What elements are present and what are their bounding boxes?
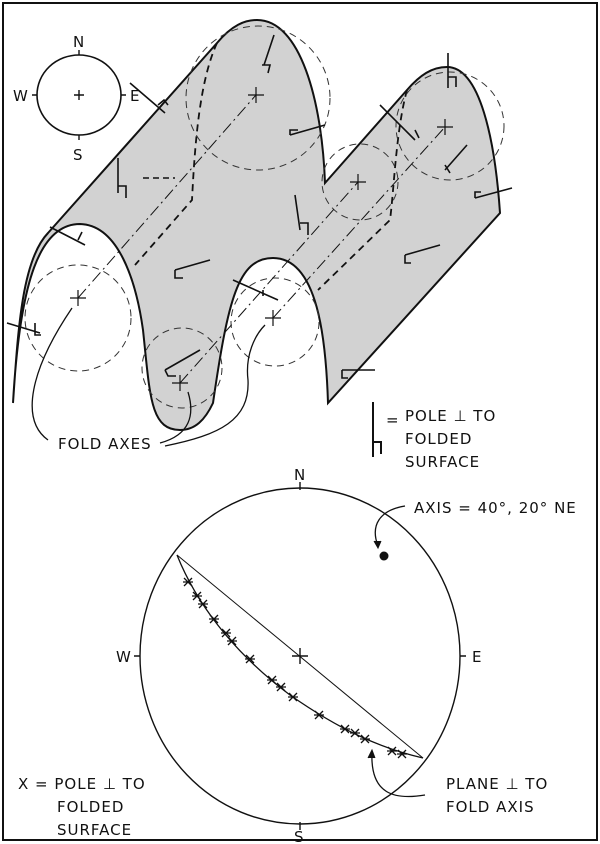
compass-e: E [130,87,140,105]
pole-symbol-icon [341,369,375,379]
hidden-profile-back [134,42,218,266]
stereonet-w: W [116,648,132,666]
compass-w: W [13,87,29,105]
pole-symbol-icon [474,187,513,199]
plane-label-line2: FOLD AXIS [446,798,535,816]
stereonet-s: S [294,828,305,844]
stereonet: N S W E AXIS = 40°, 20° NE X = POLE ⊥ TO… [18,466,577,844]
pole-symbol-icon [117,158,127,198]
pole-legend-line1: X = POLE ⊥ TO [18,775,146,793]
pole-symbol-icon [164,349,201,377]
pole-symbol-icon [404,244,441,264]
pole-point-marker [350,728,360,738]
pole-symbol-icon [49,226,86,246]
pole-point-marker [183,577,193,587]
pole-point-marker [288,692,298,702]
axis-arrow [374,505,406,547]
pole-legend: = POLE ⊥ TO FOLDED SURFACE [372,402,496,471]
pole-symbol-icon [6,322,41,336]
pole-point-marker [276,682,286,692]
legend-equals: = [386,411,400,429]
pole-symbol-icon [232,279,279,301]
pole-point-marker [397,749,407,759]
compass: N S W E [13,33,140,164]
compass-ticks [32,50,126,140]
pole-symbol-icon [289,124,326,136]
pole-points [183,577,407,759]
pole-symbol-icon [129,82,169,114]
pole-symbol-icon [379,104,420,141]
fold-axis-lines [77,94,446,384]
pole-legend-line2: FOLDED [57,798,124,816]
pole-symbols [6,34,513,379]
pole-point-marker [209,614,219,624]
stereonet-n: N [294,466,306,484]
pole-legend-line3: SURFACE [57,821,132,839]
plane-label-line1: PLANE ⊥ TO [446,775,548,793]
legend-line1: POLE ⊥ TO [405,407,496,425]
stereonet-e: E [472,648,482,666]
legend-line2: FOLDED [405,430,472,448]
pole-symbol-icon [294,194,309,235]
axis-label: AXIS = 40°, 20° NE [414,499,577,517]
pole-symbol-icon [174,259,211,279]
pole-symbol-icon [262,34,275,74]
pole-point-marker [314,710,324,720]
compass-s: S [73,146,84,164]
folded-surface: FOLD AXES [6,18,513,453]
hidden-profile-right [317,89,408,291]
pole-point-marker [267,675,277,685]
fold-axis-plane-line [176,554,424,759]
pole-point-marker [245,654,255,664]
pole-symbol-icon [447,53,457,88]
pole-point-marker [360,734,370,744]
fold-axes-label: FOLD AXES [58,435,152,453]
pole-legend-icon [372,402,382,457]
pole-point-marker [340,724,350,734]
pole-symbol-icon [444,144,468,174]
pole-point-marker [387,746,397,756]
plane-arrowhead-icon [367,748,376,759]
legend-line3: SURFACE [405,453,480,471]
fold-circles [24,25,505,409]
axis-crosses [70,87,453,391]
fold-axes-arrows [31,307,266,447]
pole-point-marker [198,599,208,609]
axis-point [379,551,389,561]
compass-n: N [73,33,85,51]
stereonet-ticks [134,482,466,830]
pole-point-marker [221,628,231,638]
axis-arrowhead-icon [373,540,382,550]
surface-fill [12,18,502,432]
pole-point-marker [192,591,202,601]
pole-point-marker [227,636,237,646]
plane-arrow [371,751,426,798]
